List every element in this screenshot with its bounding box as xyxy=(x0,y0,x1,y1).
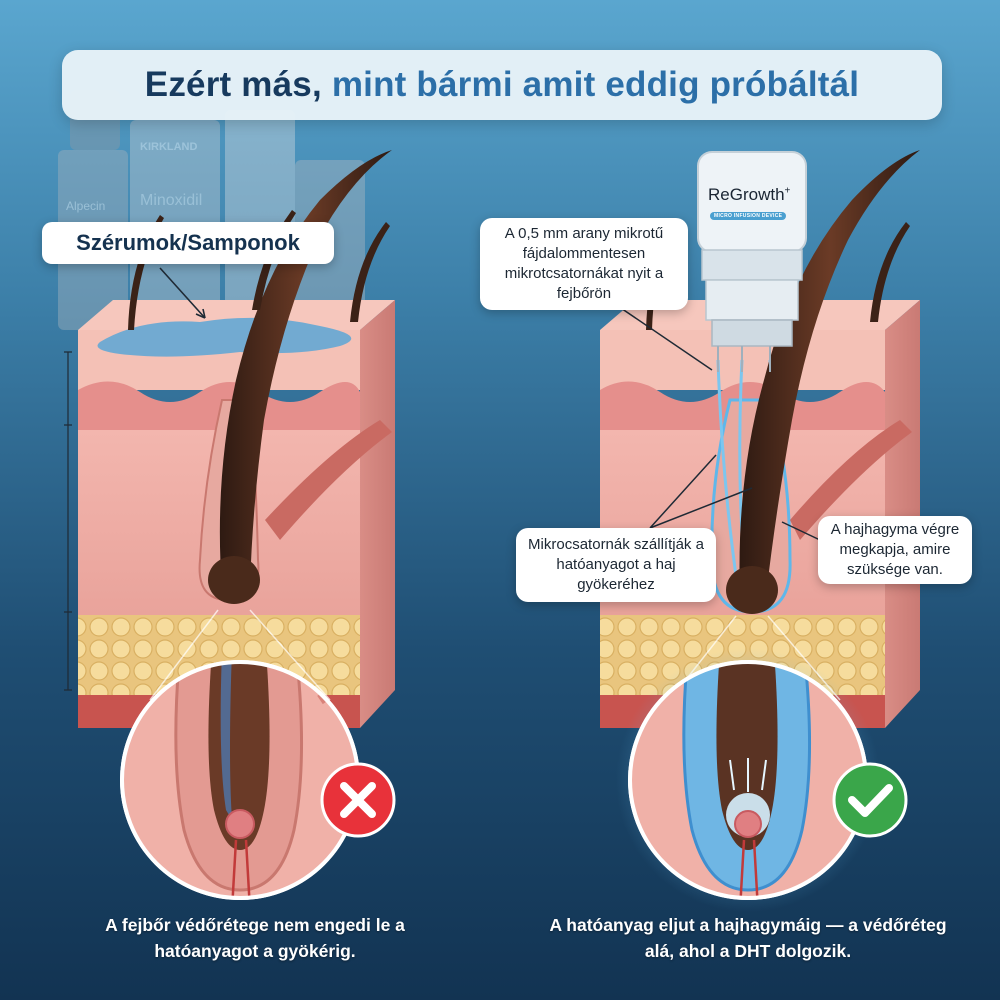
title-part-1: Ezért más, xyxy=(144,65,322,104)
right-zoom-circle xyxy=(616,648,880,912)
page-title: Ezért más, mint bármi amit eddig próbált… xyxy=(145,65,859,105)
device-subtitle: MICRO INFUSION DEVICE xyxy=(710,212,787,220)
device-brand-name: ReGrowth xyxy=(708,185,785,204)
right-caption: A hatóanyag eljut a hajhagymáig — a védő… xyxy=(549,915,947,961)
follicle-callout: A hajhagyma végre megkapja, amire szüksé… xyxy=(818,516,972,584)
device-brand: ReGrowth+ xyxy=(708,185,790,205)
bottle-label-minoxidil: Minoxidil xyxy=(140,192,202,209)
serum-label: Szérumok/Samponok xyxy=(42,222,334,264)
check-mark-icon xyxy=(832,762,908,838)
x-mark-icon xyxy=(320,762,396,838)
channels-callout: Mikrocsatornák szállítják a hatóanyagot … xyxy=(516,528,716,602)
device-brand-mark: + xyxy=(784,185,791,197)
bottle-label-kirkland: KIRKLAND xyxy=(140,141,197,153)
left-zoom-circle xyxy=(120,660,360,900)
regrowth-device xyxy=(697,151,807,372)
needles-callout: A 0,5 mm arany mikrotű fájdalommentesen … xyxy=(480,218,688,310)
title-banner: Ezért más, mint bármi amit eddig próbált… xyxy=(62,50,942,120)
title-part-2: mint bármi amit eddig próbáltál xyxy=(331,65,860,104)
left-caption: A fejbőr védőrétege nem engedi le a ható… xyxy=(105,915,405,961)
bottle-label-alpecin: Alpecin xyxy=(66,199,105,213)
background-products: Alpecin KIRKLAND Minoxidil xyxy=(58,90,365,330)
